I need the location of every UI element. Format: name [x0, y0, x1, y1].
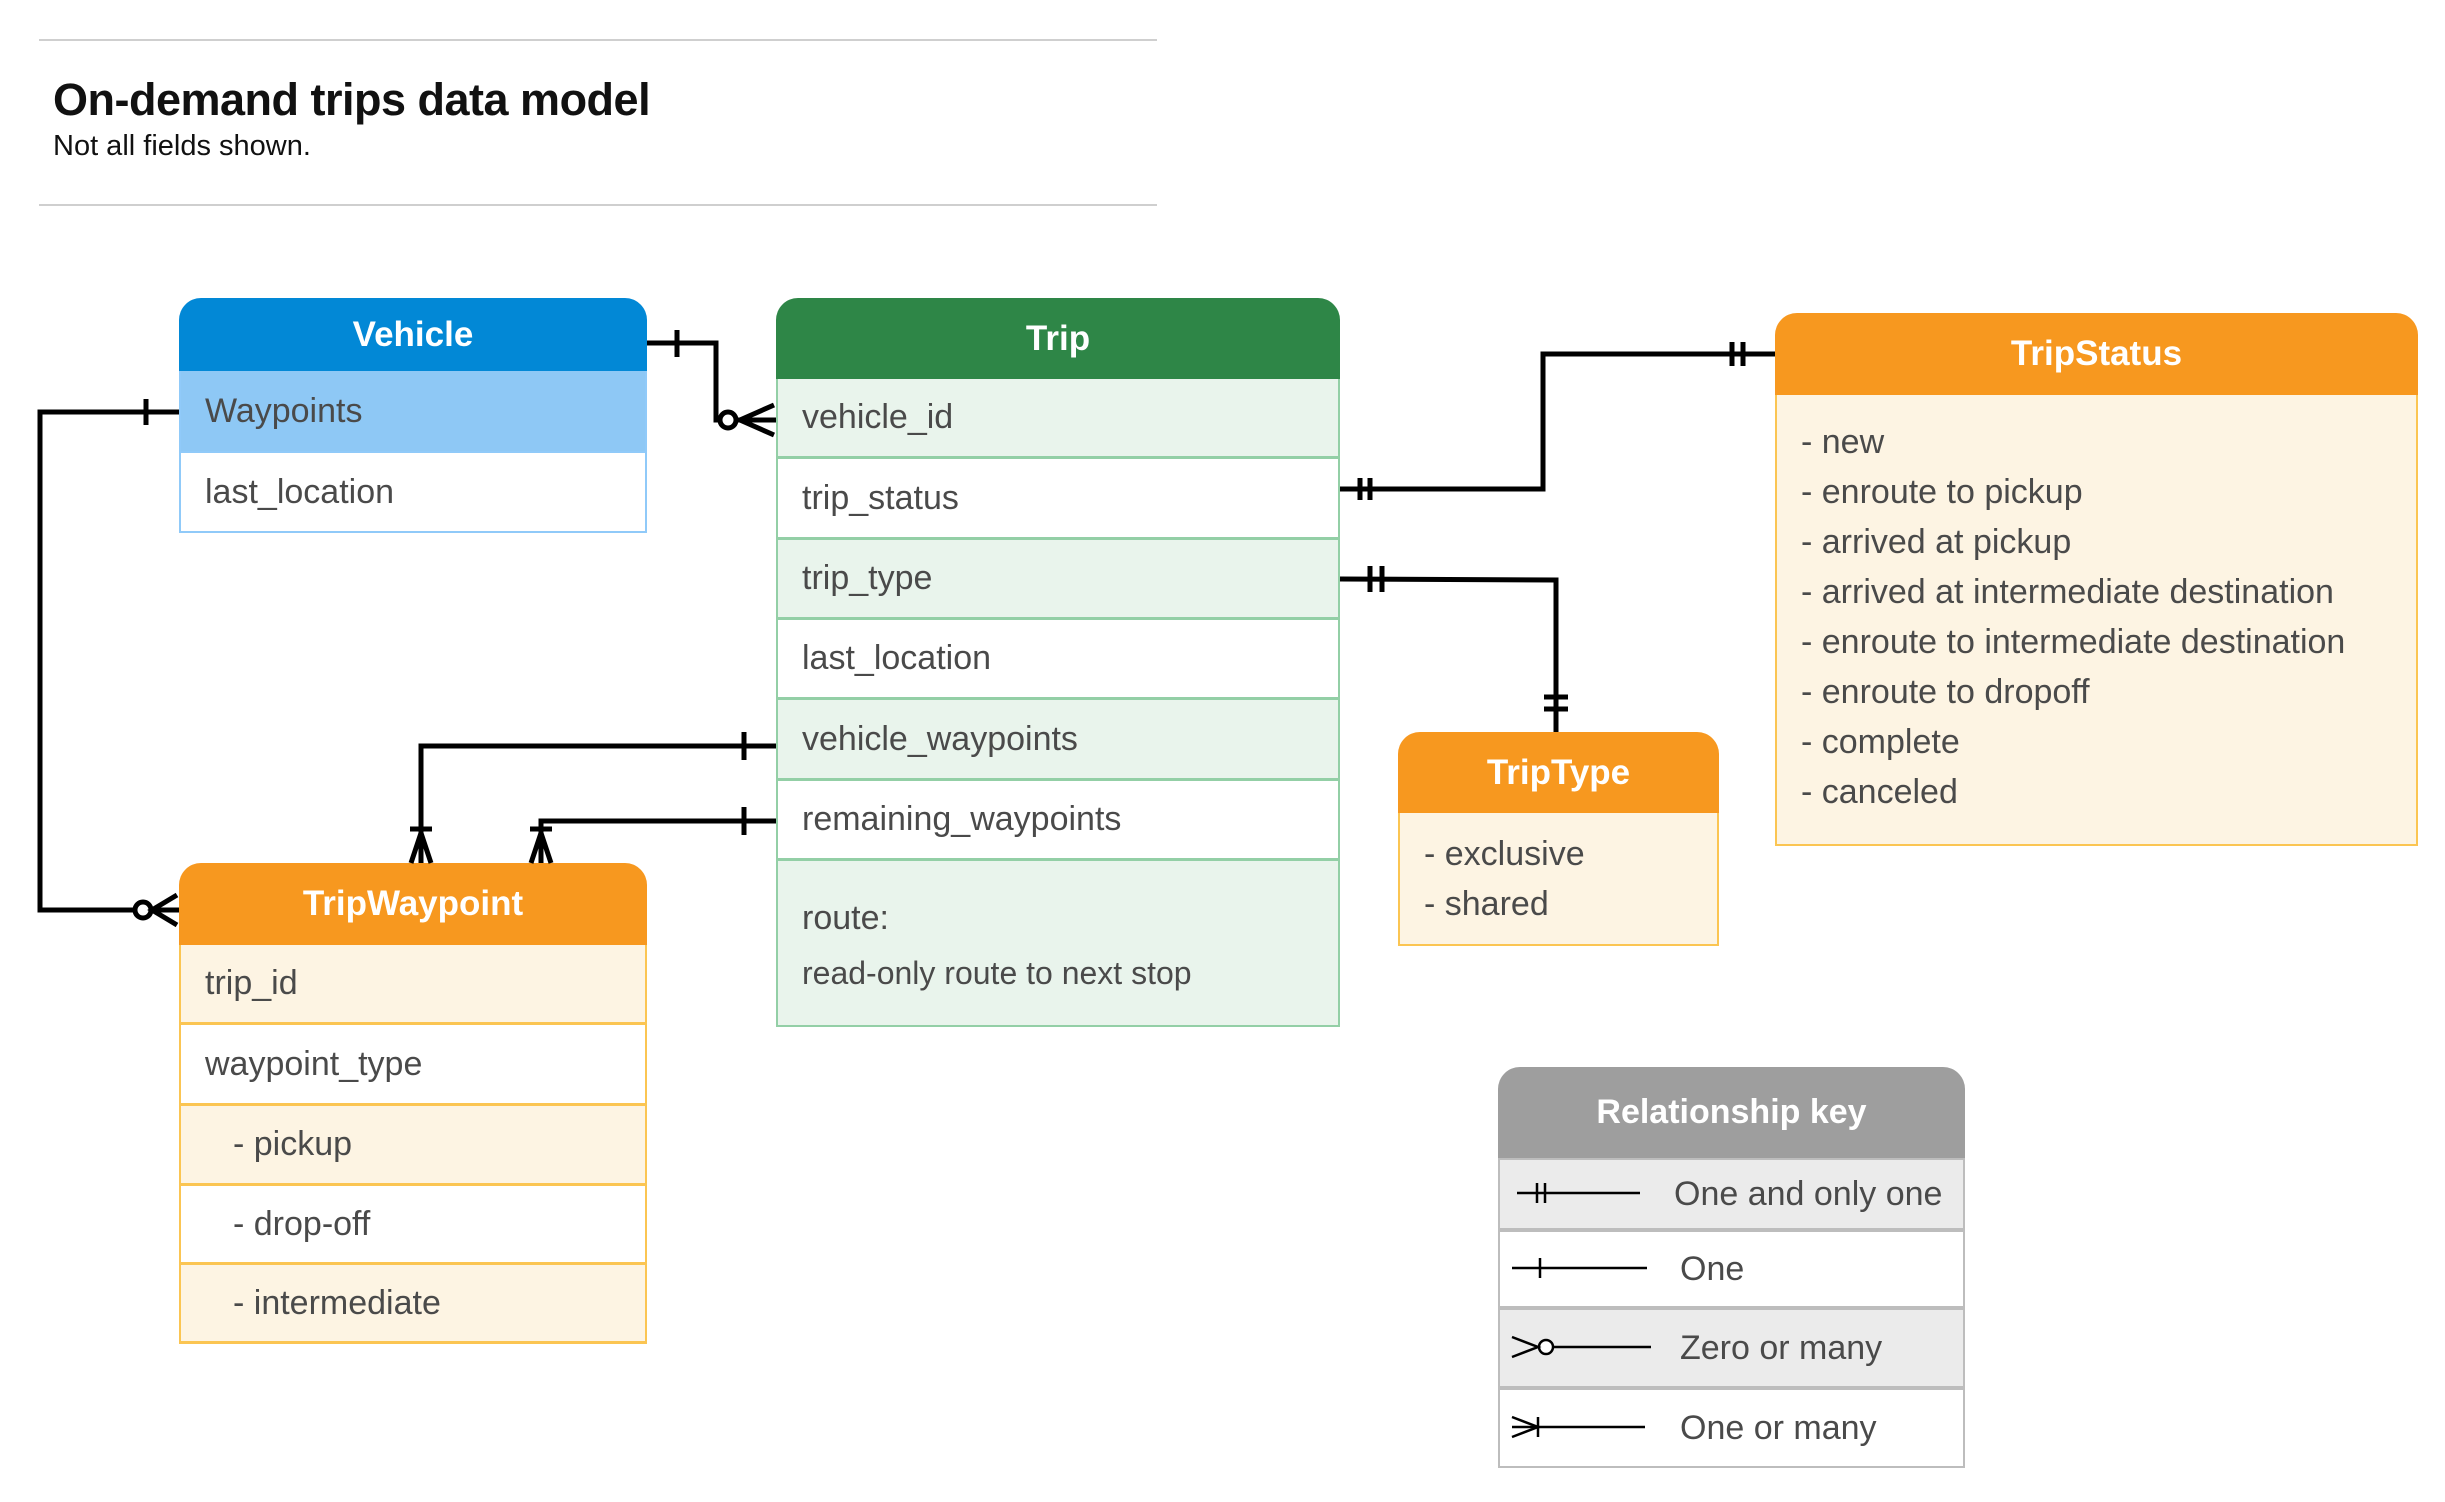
field-row: - pickup: [179, 1106, 647, 1186]
enum-value: - arrived at intermediate destination: [1801, 573, 2334, 611]
enum-value: - exclusive: [1424, 835, 1585, 873]
connector-trip-type: [1339, 566, 1568, 732]
entity-trip-waypoint: TripWaypoint trip_id waypoint_type - pic…: [179, 863, 647, 1344]
page-subtitle: Not all fields shown.: [53, 130, 311, 162]
field-row: trip_id: [179, 945, 647, 1025]
entity-trip-status: TripStatus - new - enroute to pickup - a…: [1775, 313, 2418, 846]
enum-values: - new - enroute to pickup - arrived at p…: [1775, 395, 2418, 846]
field-row: vehicle_id: [776, 379, 1340, 459]
entity-header: TripWaypoint: [179, 863, 647, 945]
field-row: trip_status: [776, 459, 1340, 540]
enum-value: - complete: [1801, 723, 1960, 761]
connector-vehicle-waypoints-trip-waypoint: [408, 732, 776, 864]
route-description: read-only route to next stop: [802, 955, 1192, 991]
field-row: waypoint_type: [179, 1025, 647, 1106]
enum-value: - enroute to pickup: [1801, 473, 2083, 511]
enum-value: - canceled: [1801, 773, 1958, 811]
entity-header: TripStatus: [1775, 313, 2418, 395]
field-row: trip_type: [776, 540, 1340, 620]
field-row: - drop-off: [179, 1186, 647, 1265]
entity-header: Vehicle: [179, 298, 647, 371]
page-title: On-demand trips data model: [53, 74, 651, 125]
field-row: remaining_waypoints: [776, 781, 1340, 861]
entity-vehicle: Vehicle Waypoints last_location: [179, 298, 647, 533]
key-header: Relationship key: [1498, 1067, 1965, 1158]
field-row: last_location: [776, 620, 1340, 700]
entity-trip-type: TripType - exclusive - shared: [1398, 732, 1719, 946]
field-row: - intermediate: [179, 1265, 647, 1344]
connector-remaining-waypoints-trip-waypoint: [528, 807, 776, 864]
enum-values: - exclusive - shared: [1398, 813, 1719, 946]
field-row: vehicle_waypoints: [776, 700, 1340, 781]
top-divider: [39, 39, 1157, 41]
bottom-divider: [39, 204, 1157, 206]
connector-vehicle-trip: [647, 330, 776, 438]
one-icon: [1512, 1258, 1647, 1278]
route-row: route: read-only route to next stop: [776, 861, 1340, 1027]
connector-vehicle-waypoints: [37, 399, 179, 928]
field-row: last_location: [179, 453, 647, 533]
enum-value: - new: [1801, 423, 1885, 461]
enum-value: - enroute to dropoff: [1801, 673, 2090, 711]
enum-value: - arrived at pickup: [1801, 523, 2072, 561]
field-row: Waypoints: [179, 371, 647, 453]
entity-header: Trip: [776, 298, 1340, 379]
entity-header: TripType: [1398, 732, 1719, 813]
entity-trip: Trip vehicle_id trip_status trip_type la…: [776, 298, 1340, 1027]
connector-trip-status: [1340, 342, 1775, 500]
enum-value: - enroute to intermediate destination: [1801, 623, 2346, 661]
enum-value: - shared: [1424, 885, 1549, 923]
route-label: route:: [802, 899, 889, 937]
zero-or-many-icon: [1511, 1335, 1651, 1359]
one-or-many-icon: [1511, 1415, 1645, 1439]
one-and-only-one-icon: [1517, 1183, 1640, 1203]
